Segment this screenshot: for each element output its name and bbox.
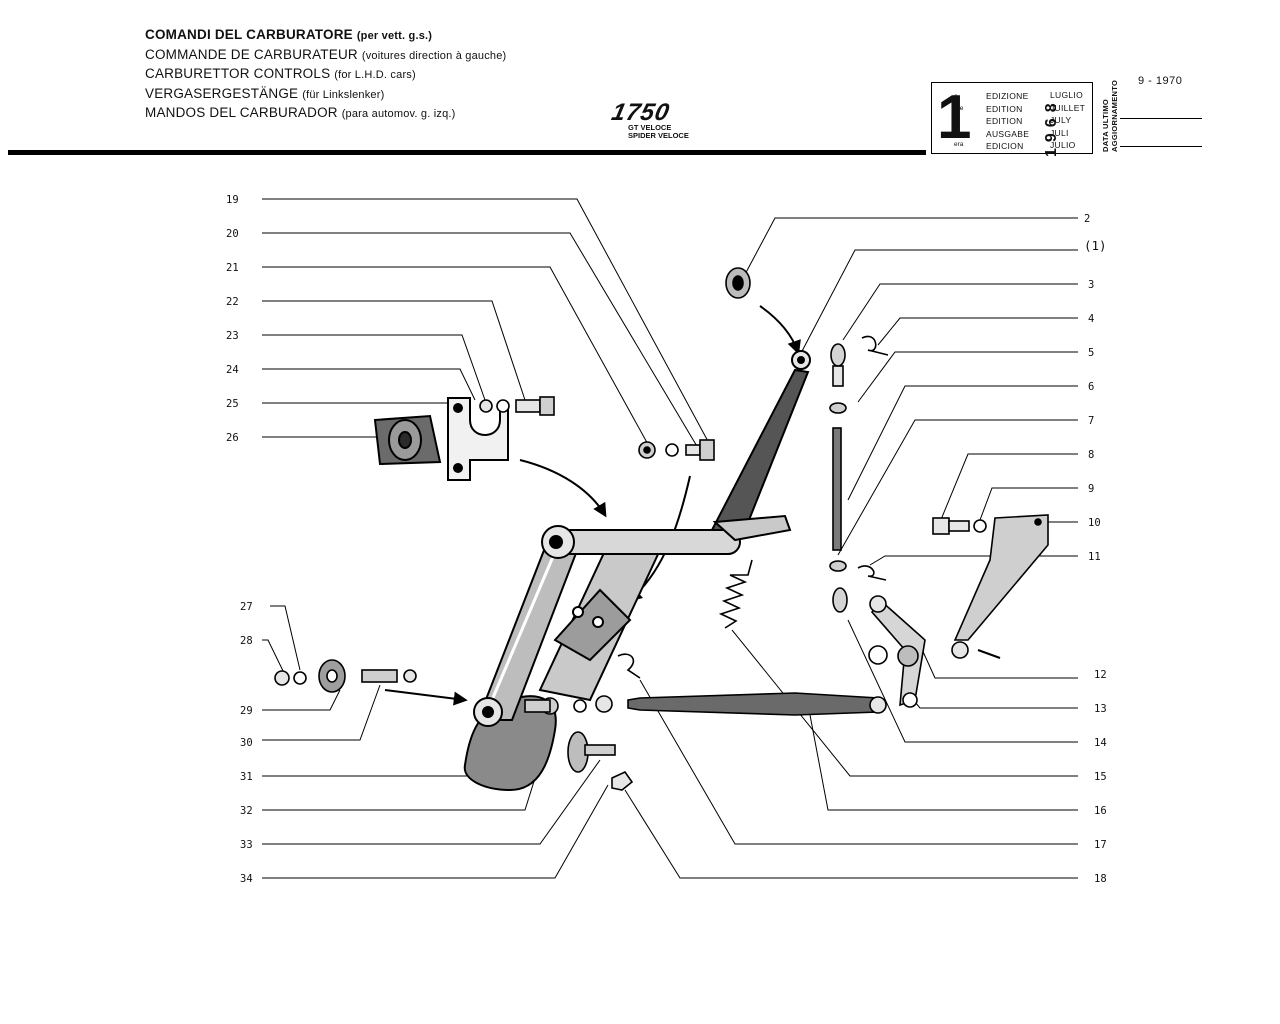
callout-10: 10: [1088, 517, 1101, 529]
callout-32: 32: [240, 805, 253, 817]
callout-14: 14: [1094, 737, 1107, 749]
callout-note-1: (1): [1084, 238, 1107, 253]
callout-12: 12: [1094, 669, 1107, 681]
upper-hardware: [479, 396, 715, 461]
callout-24: 24: [226, 364, 239, 376]
callout-15: 15: [1094, 771, 1107, 783]
title-block: COMANDI DEL CARBURATORE (per vett. g.s.)…: [145, 26, 506, 124]
callout-13: 13: [1094, 703, 1107, 715]
right-hardware: [725, 267, 1049, 708]
callout-2: 2: [1084, 213, 1090, 225]
callout-4: 4: [1088, 313, 1094, 325]
model-variant-gt: GT VELOCE: [628, 123, 672, 132]
callouts-right: 2 (1) 3 4 5 6 7 8 9 10 11 12 13 14 15 16…: [1084, 213, 1107, 885]
callout-21: 21: [226, 262, 239, 274]
last-update-date: 9 - 1970: [1138, 75, 1183, 87]
title-line-de: VERGASERGESTÄNGE (für Linkslenker): [145, 85, 385, 101]
edition-number: 1: [937, 83, 972, 152]
header-rule: [8, 150, 926, 155]
return-spring: [718, 559, 753, 629]
callout-17: 17: [1094, 839, 1107, 851]
callout-9: 9: [1088, 483, 1094, 495]
callout-22: 22: [226, 296, 239, 308]
callout-25: 25: [226, 398, 239, 410]
callout-16: 16: [1094, 805, 1107, 817]
model-variant-spider: SPIDER VELOCE: [628, 131, 689, 140]
title-line-fr: COMMANDE DE CARBURATEUR (voitures direct…: [145, 46, 507, 62]
callout-27: 27: [240, 601, 253, 613]
leader-lines-right: [624, 217, 1078, 879]
title-line-it: COMANDI DEL CARBURATORE (per vett. g.s.): [145, 27, 433, 42]
callout-11: 11: [1088, 551, 1101, 563]
callout-5: 5: [1088, 347, 1094, 359]
bushing-and-clamp: [373, 397, 509, 481]
push-rod-and-lower-hardware: [274, 653, 887, 791]
leader-lines-left: [262, 198, 711, 879]
carburettor-lever-assembly: [463, 350, 811, 792]
title-line-en: CARBURETTOR CONTROLS (for L.H.D. cars): [145, 66, 416, 81]
callout-8: 8: [1088, 449, 1094, 461]
callout-7: 7: [1088, 415, 1094, 427]
callout-30: 30: [240, 737, 253, 749]
callout-26: 26: [226, 432, 239, 444]
model-badge: 1750 GT VELOCE SPIDER VELOCE: [609, 99, 689, 140]
callout-3: 3: [1088, 279, 1094, 291]
callout-31: 31: [240, 771, 253, 783]
callout-29: 29: [240, 705, 253, 717]
update-line: [1120, 146, 1202, 147]
callout-34: 34: [240, 873, 253, 885]
update-line: [1120, 118, 1202, 119]
callout-28: 28: [240, 635, 253, 647]
callout-33: 33: [240, 839, 253, 851]
callout-18: 18: [1094, 873, 1107, 885]
callout-19: 19: [226, 194, 239, 206]
callouts-left: 19 20 21 22 23 24 25 26 27 28 29 30 31 3…: [226, 194, 253, 885]
callout-20: 20: [226, 228, 239, 240]
callout-23: 23: [226, 330, 239, 342]
title-line-es: MANDOS DEL CARBURADOR (para automov. g. …: [145, 105, 456, 120]
callout-6: 6: [1088, 381, 1094, 393]
